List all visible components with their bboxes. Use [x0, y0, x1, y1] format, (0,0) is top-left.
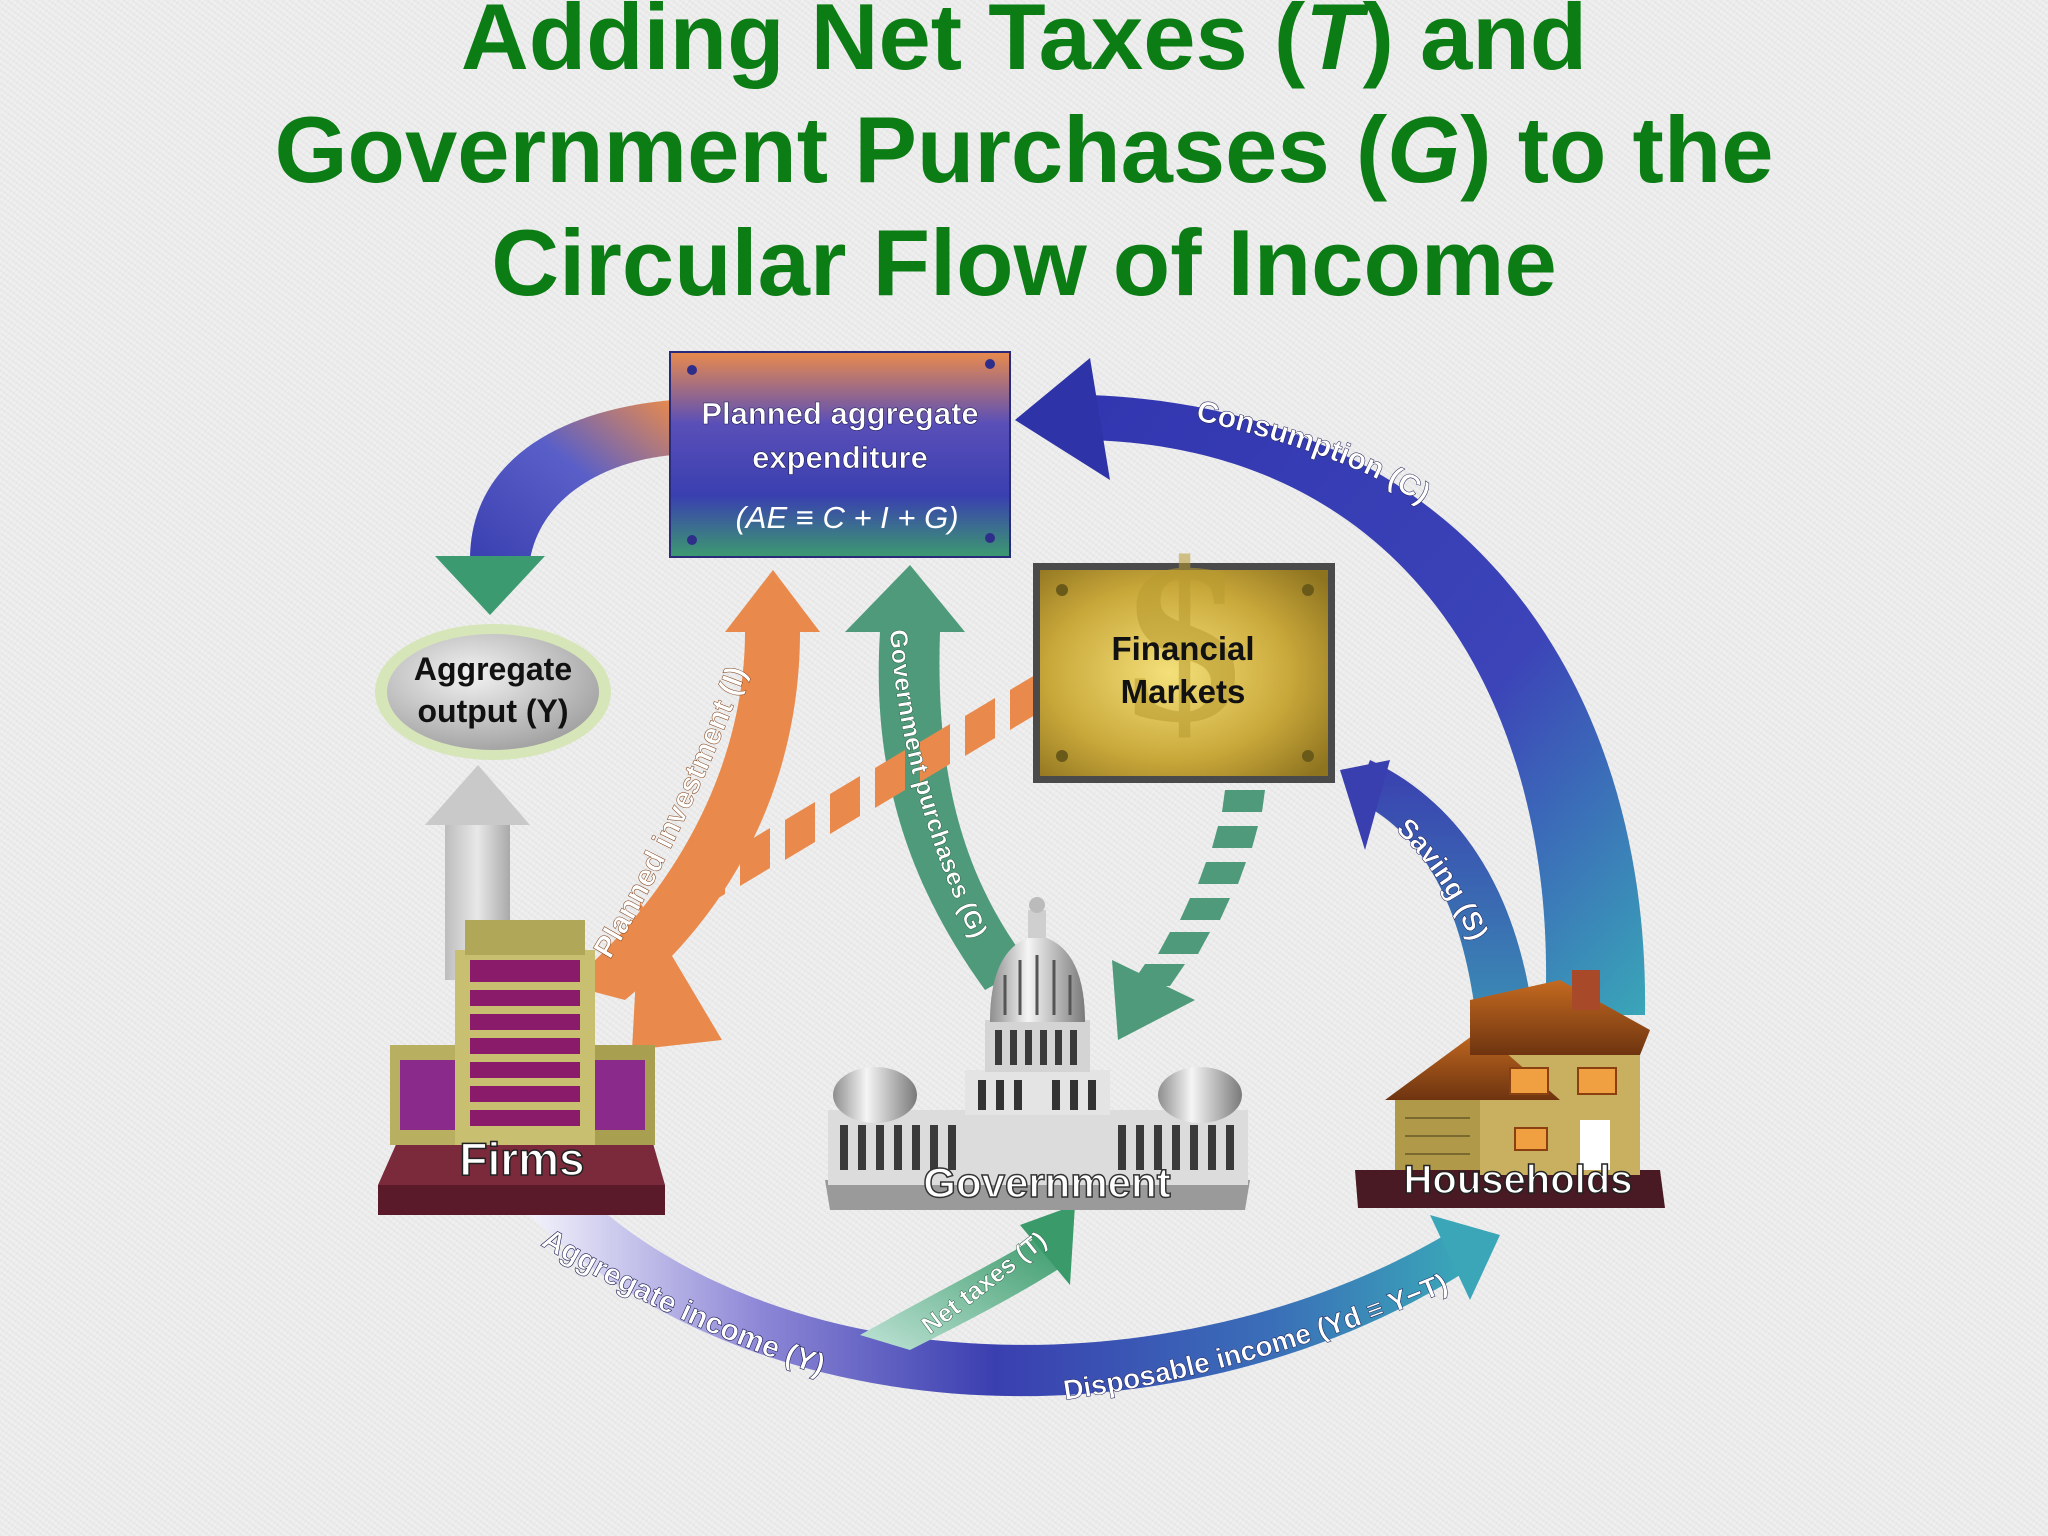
dollar-sign-icon: $: [1127, 515, 1242, 770]
planned-ae-label-line2: expenditure: [752, 440, 928, 475]
title-line-3: Circular Flow of Income: [491, 210, 1557, 315]
financial-markets-box: $ Financial Markets: [1033, 515, 1335, 783]
aggregate-output-label-line2: output (Y): [417, 693, 568, 729]
aggregate-output-ellipse: Aggregate output (Y): [375, 624, 611, 760]
net-taxes-arrow: [860, 1205, 1075, 1350]
financial-markets-label-line2: Markets: [1121, 673, 1246, 710]
ae-to-output-arrow: [435, 400, 672, 615]
financial-markets-label-line1: Financial: [1111, 630, 1254, 667]
disposable-income-flow-label: Disposable income (Yd ≡ Y−T): [1061, 1267, 1452, 1406]
aggregate-output-label-line1: Aggregate: [414, 651, 572, 687]
firms-label: Firms: [459, 1133, 584, 1185]
income-arrow: [530, 1195, 1500, 1397]
planned-ae-label-line1: Planned aggregate: [701, 396, 978, 431]
title-line-2: Government Purchases (G) to the: [274, 97, 1774, 202]
government-purchases-arrow: [845, 565, 1030, 990]
saving-arrow: [1340, 760, 1530, 1010]
aggregate-income-flow-label: Aggregate income (Y): [536, 1223, 829, 1383]
firms-building-icon: Firms: [378, 920, 665, 1215]
households-house-icon: Households: [1355, 970, 1665, 1208]
planned-ae-formula: (AE ≡ C + I + G): [735, 500, 958, 535]
page-title: Adding Net Taxes (T) and Government Purc…: [0, 0, 2048, 319]
planned-aggregate-expenditure-box: Planned aggregate expenditure (AE ≡ C + …: [669, 351, 1011, 558]
government-label: Government: [923, 1159, 1170, 1206]
households-label: Households: [1404, 1158, 1633, 1202]
financial-to-government-dashed-arrow: [1112, 790, 1265, 1040]
government-building-icon: Government: [825, 897, 1250, 1210]
title-line-1: Adding Net Taxes (T) and: [460, 0, 1588, 89]
financial-to-firms-dashed-arrow: [632, 672, 1040, 1050]
consumption-arrow: [1015, 358, 1646, 1015]
planned-investment-arrow: [568, 570, 820, 1000]
